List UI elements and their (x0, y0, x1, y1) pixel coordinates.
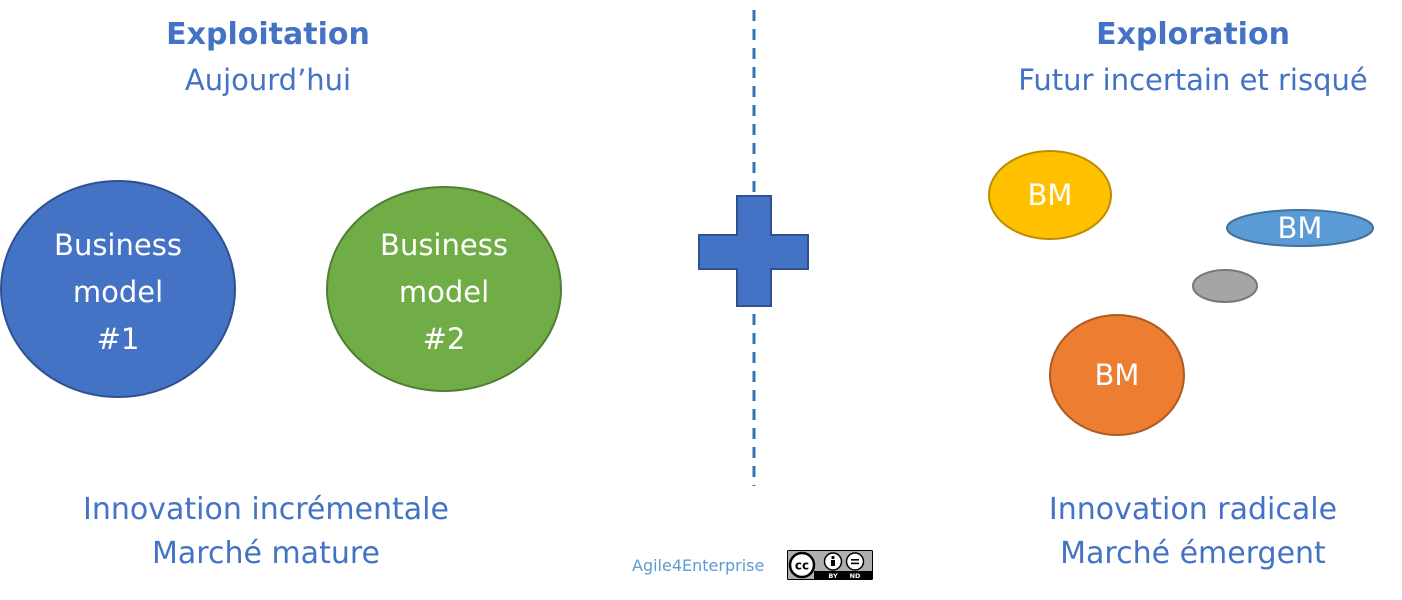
left-bottom-text: Innovation incrémentale Marché mature (66, 488, 466, 576)
left-heading: Exploitation Aujourd’hui (118, 17, 418, 98)
right-bottom-text: Innovation radicale Marché émergent (1043, 488, 1343, 576)
bm-yellow-label: BM (1027, 178, 1073, 212)
radical-innovation: Innovation radicale (1048, 492, 1338, 527)
bm-yellow-shape (988, 150, 1112, 240)
business-model-1-line2: model (72, 275, 164, 309)
bm-blue-shape (1226, 209, 1374, 247)
bm-orange-shape (1049, 314, 1185, 436)
bm-gray-shape (1192, 269, 1258, 303)
business-model-1-line1: Business (54, 228, 182, 262)
exploitation-title: Exploitation (166, 17, 370, 52)
exploration-title: Exploration (1096, 17, 1290, 52)
right-heading: Exploration Futur incertain et risqué (993, 17, 1393, 98)
exploration-subtitle: Futur incertain et risqué (1018, 63, 1368, 97)
business-model-2-line1: Business (380, 228, 508, 262)
brand-watermark: Agile4Enterprise (632, 556, 765, 575)
emerging-market: Marché émergent (1060, 536, 1326, 571)
plus-icon (698, 195, 809, 307)
business-model-2-line3: #2 (422, 322, 466, 356)
business-model-1-shape (0, 180, 236, 398)
by-text: BY (828, 572, 838, 580)
exploitation-subtitle: Aujourd’hui (184, 63, 352, 97)
mature-market: Marché mature (152, 536, 380, 571)
nd-text: ND (850, 572, 861, 580)
business-model-1-line3: #1 (96, 322, 140, 356)
incremental-innovation: Innovation incrémentale (83, 492, 449, 527)
cc-text: cc (795, 559, 809, 573)
bm-orange-label: BM (1094, 358, 1140, 392)
cc-by-nd-icon: cc BY ND (787, 550, 873, 580)
business-model-2-label: Business model #2 (344, 222, 544, 363)
business-model-2-shape (326, 186, 562, 392)
bm-blue-label: BM (1277, 211, 1323, 245)
business-model-1-label: Business model #1 (18, 222, 218, 363)
business-model-2-line2: model (398, 275, 490, 309)
